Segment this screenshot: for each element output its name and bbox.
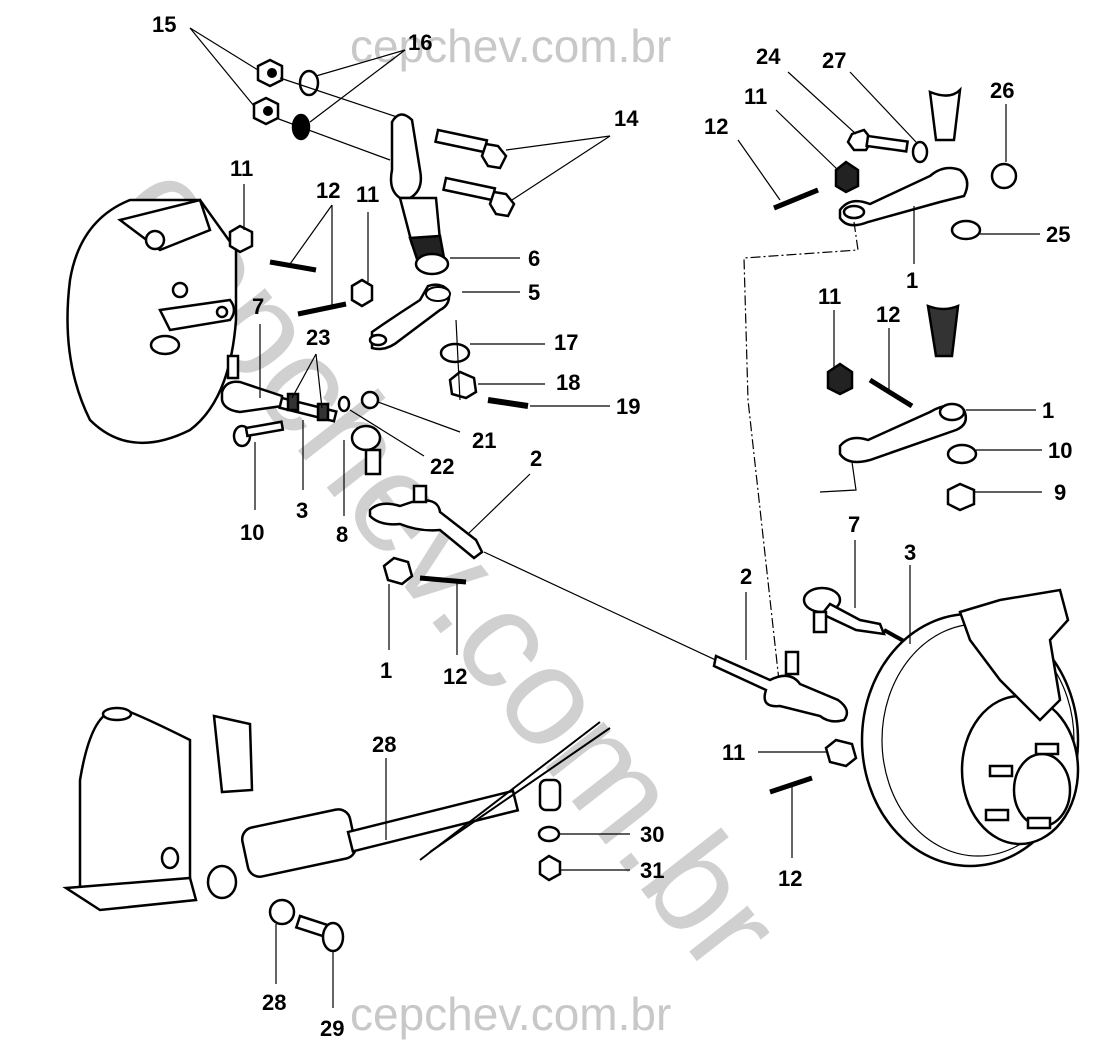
damper-bushing-left [160,846,180,870]
cotter-pin-12-a [269,259,317,273]
stud-middle [926,303,960,358]
callout-18: 18 [556,370,580,395]
castle-nut-1-lower [382,556,414,586]
nut-15-upper [256,58,284,88]
cotter-pin-19 [487,397,529,409]
watermark-top: cepchev.com.br [350,20,671,72]
idler-arm-1-middle [838,402,967,464]
callout-28-bottom: 28 [262,990,286,1015]
nut-9 [946,482,976,512]
washer-10-right [946,443,978,465]
cotter-pin-12-right-upper [773,187,819,211]
callout-11-right-upper: 11 [744,84,767,109]
callout-10-right: 10 [1048,438,1072,463]
callout-11-right-middle: 11 [818,284,841,309]
center-link-2-right-end [712,650,849,723]
callout-2-right: 2 [740,564,752,589]
bolt-29 [294,914,345,953]
idler-arm-bracket [389,113,450,276]
washer-28 [268,898,296,926]
right-brake-rotor-hub [860,588,1080,868]
cotter-pin-12-right-lower [769,775,813,795]
cotter-pin-12-b [297,301,347,317]
callout-28-top: 28 [372,732,396,757]
callout-3-right: 3 [904,540,916,565]
callout-16: 16 [408,30,432,55]
bolt-14-upper [434,128,508,170]
callout-3-left: 3 [296,498,308,523]
nut-31 [538,854,562,882]
nut-15-lower [252,96,280,126]
callout-11-center: 11 [356,182,379,207]
callout-11-right-lower: 11 [722,740,745,765]
callouts: 15 16 14 11 12 11 6 5 7 23 17 18 19 21 2… [152,12,1072,1041]
stud-upper [928,86,962,142]
callout-7-right: 7 [848,512,860,537]
callout-14: 14 [614,106,639,131]
bolt-14-lower [442,176,516,218]
tie-rod-end-8 [350,424,382,476]
callout-22: 22 [430,454,454,479]
callout-25: 25 [1046,222,1070,247]
callout-15: 15 [152,12,176,37]
callout-6: 6 [528,246,540,271]
callout-12-right-upper: 12 [704,114,728,139]
cotter-pin-12-lower [419,575,467,585]
callout-30: 30 [640,822,664,847]
steering-damper-28 [206,778,562,900]
callout-8: 8 [336,522,348,547]
callout-1-lower: 1 [380,658,392,683]
callout-12-lower: 12 [443,664,467,689]
washer-22 [337,395,351,413]
callout-24: 24 [756,44,781,69]
callout-23: 23 [306,325,330,350]
bolt-24 [846,128,910,153]
callout-10-left: 10 [240,520,264,545]
lock-washer-25 [950,219,982,241]
pitman-arm-5 [368,283,451,351]
left-steering-knuckle [66,198,238,445]
callout-21: 21 [472,428,496,453]
watermark-bottom: cepchev.com.br [350,988,671,1040]
castle-nut-11-right-upper [834,160,860,194]
callout-1-right-middle: 1 [1042,398,1054,423]
castle-nut-11-right-lower [824,738,858,768]
callout-1-right-upper: 1 [906,268,918,293]
bolt-10-left [232,420,285,448]
adjuster-sleeve-3-left [278,392,338,423]
callout-9: 9 [1054,480,1066,505]
cotter-pin-12-right-middle [868,377,914,409]
callout-27: 27 [822,48,846,73]
castle-nut-11-left [228,224,254,254]
washer-27 [911,140,929,164]
callout-19: 19 [616,394,640,419]
callout-2-left: 2 [530,446,542,471]
callout-17: 17 [554,330,578,355]
nut-26 [990,162,1018,190]
castle-nut-18 [448,370,478,400]
callout-7-left: 7 [252,294,264,319]
callout-12-right-lower: 12 [778,866,802,891]
callout-12-left: 12 [316,178,340,203]
callout-11-left: 11 [230,156,253,181]
nut-21 [360,390,380,410]
callout-29: 29 [320,1016,344,1041]
callout-26: 26 [990,78,1014,103]
castle-nut-11-center [350,278,374,308]
callout-5: 5 [528,280,540,305]
washer-30 [537,825,561,843]
steering-gear-box [62,706,254,912]
washer-16-upper [298,69,320,97]
callout-12-right-middle: 12 [876,302,900,327]
callout-31: 31 [640,858,664,883]
leader-lines [189,27,1042,1008]
castle-nut-11-right-middle [826,362,854,396]
idler-arm-1-upper [838,166,969,227]
washer-17 [439,342,471,364]
